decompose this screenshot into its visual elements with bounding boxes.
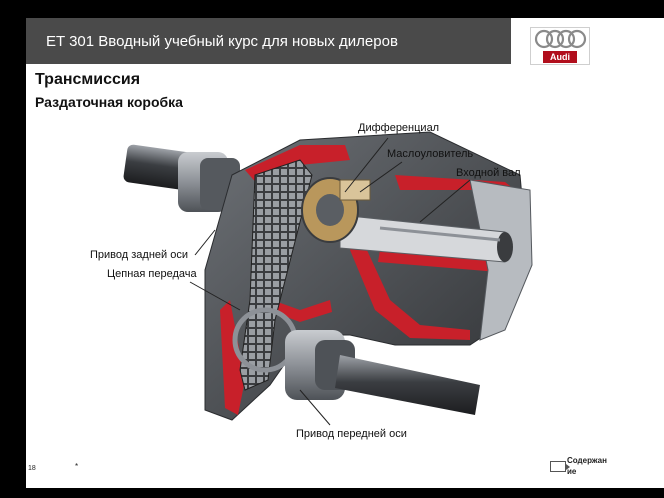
footer-mark: * — [75, 462, 79, 471]
callout-chain-drive: Цепная передача — [107, 268, 197, 280]
callout-front-axle-drive: Привод передней оси — [296, 428, 407, 440]
left-frame-bar — [0, 0, 26, 498]
input-shaft — [339, 214, 513, 263]
page-number: 18 — [28, 465, 36, 472]
differential — [301, 177, 371, 243]
navigation-arrow-icon — [550, 461, 570, 472]
contents-button[interactable]: Содержание — [548, 455, 618, 487]
audi-wordmark: Audi — [543, 51, 577, 63]
callout-rear-axle-drive: Привод задней оси — [90, 249, 188, 261]
section-subheading: Раздаточная коробка — [35, 94, 183, 110]
callout-input-shaft: Входной вал — [456, 167, 521, 179]
title-bar: ET 301 Вводный учебный курс для новых ди… — [26, 18, 511, 64]
audi-rings-icon — [534, 29, 587, 49]
rear-output-shaft — [123, 144, 240, 212]
chain-drive — [232, 159, 313, 391]
front-output-shaft — [285, 330, 480, 415]
slide-title: ET 301 Вводный учебный курс для новых ди… — [46, 33, 398, 50]
section-heading: Трансмиссия — [35, 71, 141, 88]
bottom-frame-bar — [0, 488, 664, 498]
contents-label: Содержание — [567, 456, 607, 476]
callout-leaders — [189, 137, 471, 426]
audi-logo: Audi — [530, 27, 590, 65]
callout-differential: Дифференциал — [358, 122, 440, 134]
top-frame-bar — [0, 0, 664, 18]
callout-oil-catcher: Маслоуловитель — [387, 148, 474, 160]
